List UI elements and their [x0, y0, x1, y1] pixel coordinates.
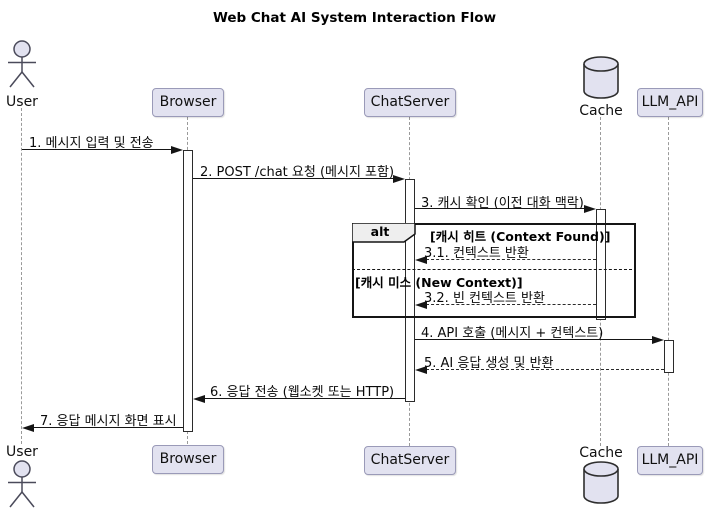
participant-chatserver-bottom: ChatServer — [364, 446, 456, 475]
arrowhead-right-icon — [652, 336, 664, 344]
alt-operator-label: alt — [370, 224, 390, 239]
database-icon — [583, 461, 619, 504]
participant-cache-bottom: Cache — [571, 446, 631, 509]
activation-bar-browser — [183, 150, 193, 432]
message-6-line — [204, 398, 405, 399]
database-icon — [583, 56, 619, 99]
message-1-label: 1. 메시지 입력 및 전송 — [29, 136, 154, 151]
message-7-line — [33, 427, 183, 428]
message-6-label: 6. 응답 전송 (웹소켓 또는 HTTP) — [210, 385, 395, 400]
message-3-2-label: 3.2. 빈 컨텍스트 반환 — [424, 291, 545, 306]
arrowhead-left-icon — [193, 395, 205, 403]
alt-guard-cache-hit: [캐시 히트 (Context Found)] — [430, 229, 611, 244]
message-2-line — [193, 178, 395, 179]
actor-icon — [8, 460, 36, 508]
participant-user-top: User — [0, 40, 44, 110]
participant-llm-api-top: LLM_API — [637, 88, 703, 117]
participant-chatserver-top: ChatServer — [364, 88, 456, 117]
arrowhead-left-icon — [415, 301, 427, 309]
alt-fragment-pentagon — [352, 223, 416, 243]
participant-label-user: User — [6, 444, 38, 460]
message-7-label: 7. 응답 메시지 화면 표시 — [40, 414, 177, 429]
arrowhead-left-icon — [415, 256, 427, 264]
message-4-line — [415, 339, 654, 340]
arrowhead-right-icon — [393, 175, 405, 183]
participant-label-cache: Cache — [579, 445, 623, 461]
activation-bar-llm-api — [664, 340, 674, 373]
message-4-label: 4. API 호출 (메시지 + 컨텍스트) — [421, 326, 604, 341]
message-3-label: 3. 캐시 확인 (이전 대화 맥락) — [421, 196, 584, 211]
participant-browser-bottom: Browser — [152, 445, 224, 474]
actor-icon — [8, 40, 36, 88]
message-3-1-line — [426, 259, 596, 260]
message-5-line — [426, 369, 664, 370]
arrowhead-right-icon — [584, 205, 596, 213]
lifeline-user — [21, 108, 22, 444]
arrowhead-right-icon — [171, 146, 183, 154]
message-2-label: 2. POST /chat 요청 (메시지 포함) — [200, 165, 395, 180]
message-3-line — [415, 208, 586, 209]
message-3-1-label: 3.1. 컨텍스트 반환 — [424, 246, 529, 261]
message-1-line — [22, 149, 173, 150]
message-3-2-line — [426, 304, 596, 305]
participant-llm-api-bottom: LLM_API — [637, 446, 703, 475]
participant-cache-top: Cache — [571, 56, 631, 119]
arrowhead-left-icon — [415, 366, 427, 374]
activation-bar-chatserver — [405, 179, 415, 402]
arrowhead-left-icon — [22, 424, 34, 432]
participant-user-bottom: User — [0, 444, 44, 514]
alt-fragment-frame — [352, 223, 636, 318]
message-5-label: 5. AI 응답 생성 및 반환 — [424, 356, 554, 371]
alt-guard-cache-miss: [캐시 미스 (New Context)] — [355, 275, 523, 290]
diagram-title: Web Chat AI System Interaction Flow — [212, 10, 497, 26]
lifeline-llm-api — [668, 117, 669, 446]
activation-bar-cache — [596, 209, 606, 320]
participant-browser-top: Browser — [152, 88, 224, 117]
participant-label-cache: Cache — [579, 103, 623, 119]
alt-divider — [352, 269, 632, 270]
participant-label-user: User — [6, 94, 38, 110]
